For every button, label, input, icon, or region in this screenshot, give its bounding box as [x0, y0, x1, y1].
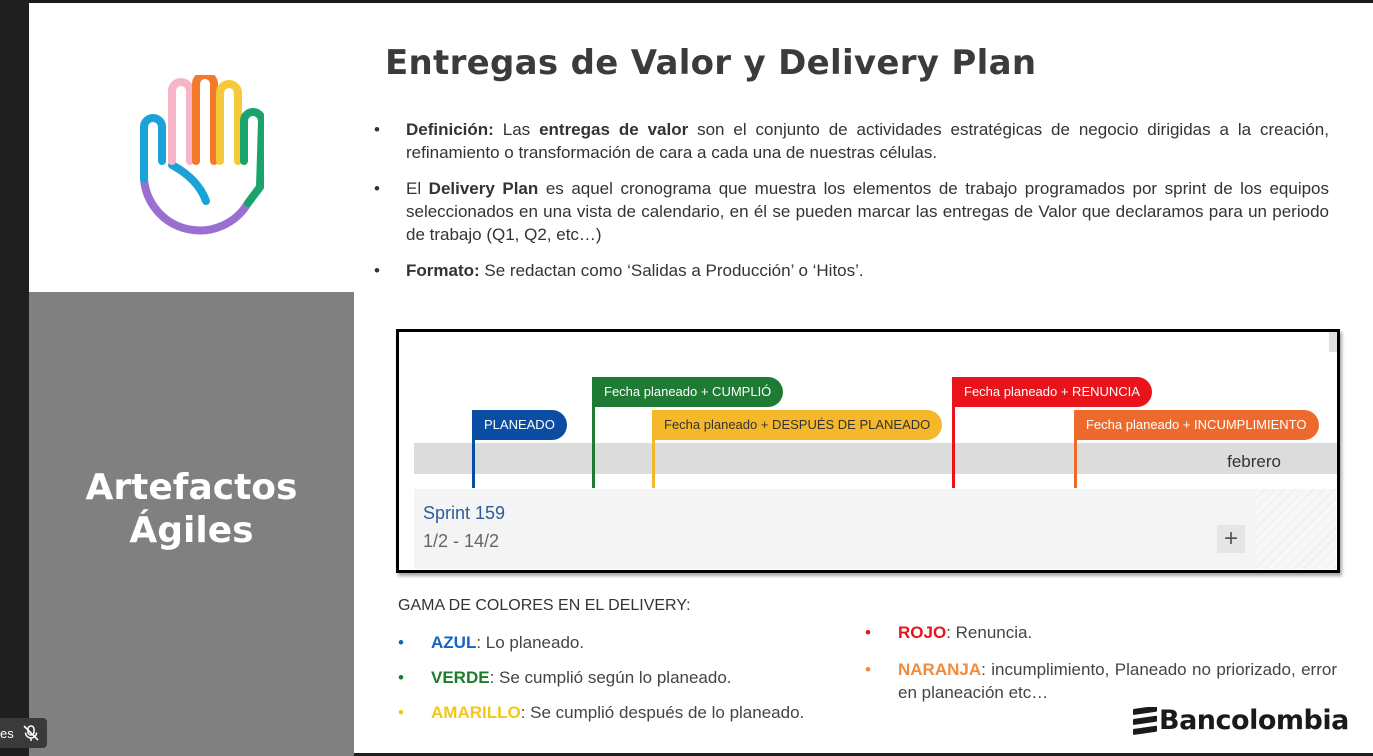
scrollbar[interactable]: [1329, 332, 1337, 352]
color-item-amarillo: • AMARILLO: Se cumplió después de lo pla…: [398, 703, 805, 722]
flag-despues[interactable]: Fecha planeado + DESPUÉS DE PLANEADO: [652, 410, 943, 440]
bullet-dot: •: [374, 179, 380, 198]
slide: Artefactos Ágiles Entregas de Valor y De…: [29, 0, 1373, 756]
flag-planeado[interactable]: PLANEADO: [472, 410, 567, 440]
color-list-left: • AZUL: Lo planeado. • VERDE: Se cumplió…: [398, 633, 804, 723]
bullet-definicion: • Definición: Las entregas de valor son …: [374, 120, 1329, 162]
color-item-rojo: • ROJO: Renuncia.: [865, 623, 1033, 642]
marker-line-despues: [652, 412, 655, 488]
flag-cumplio[interactable]: Fecha planeado + CUMPLIÓ: [592, 377, 784, 407]
hatched-area: [1256, 489, 1336, 569]
color-list-right: • ROJO: Renuncia. • NARANJA: incumplimie…: [865, 623, 1337, 704]
month-label: febrero: [1227, 452, 1281, 471]
flag-renuncia[interactable]: Fecha planeado + RENUNCIA: [952, 377, 1152, 407]
bancolombia-mark-icon: [1133, 705, 1157, 735]
participant-tile[interactable]: es: [0, 718, 47, 748]
flag-incumplimiento[interactable]: Fecha planeado + INCUMPLIMIENTO: [1074, 410, 1319, 440]
marker-line-incumplimiento: [1074, 412, 1077, 488]
add-item-button[interactable]: +: [1217, 525, 1245, 553]
participant-name: es: [0, 726, 14, 741]
mic-off-icon[interactable]: [22, 724, 40, 742]
bancolombia-logo: Bancolombia: [1133, 705, 1349, 736]
hand-logo-icon: [140, 75, 264, 235]
bullet-formato: • Formato: Se redactan como ‘Salidas a P…: [374, 261, 864, 280]
color-legend-title: GAMA DE COLORES EN EL DELIVERY:: [398, 597, 691, 614]
sprint-name[interactable]: Sprint 159: [423, 503, 506, 523]
color-item-azul: • AZUL: Lo planeado.: [398, 633, 585, 652]
bullet-dot: •: [374, 261, 380, 280]
marker-line-planeado: [472, 412, 475, 488]
brand-name: Bancolombia: [1159, 705, 1349, 736]
sprint-dates: 1/2 - 14/2: [423, 531, 500, 551]
marker-line-renuncia: [952, 378, 955, 488]
delivery-plan-calendar: febrero Sprint 159 1/2 - 14/2 + PLANEADO…: [396, 329, 1340, 573]
color-item-verde: • VERDE: Se cumplió según lo planeado.: [398, 668, 732, 687]
section-panel: Artefactos Ágiles: [29, 292, 354, 756]
sprint-row[interactable]: [414, 489, 1256, 569]
color-item-naranja: • NARANJA: incumplimiento, Planeado no p…: [865, 660, 1337, 702]
bullet-delivery-plan: • El Delivery Plan es aquel cronograma q…: [374, 179, 1330, 244]
marker-line-cumplio: [592, 378, 595, 488]
page-title: Entregas de Valor y Delivery Plan: [385, 43, 1037, 83]
calendar-header-bar: [414, 443, 1337, 474]
definition-list: • Definición: Las entregas de valor son …: [374, 118, 1329, 295]
section-title: Artefactos Ágiles: [85, 467, 298, 551]
bullet-dot: •: [374, 120, 380, 139]
